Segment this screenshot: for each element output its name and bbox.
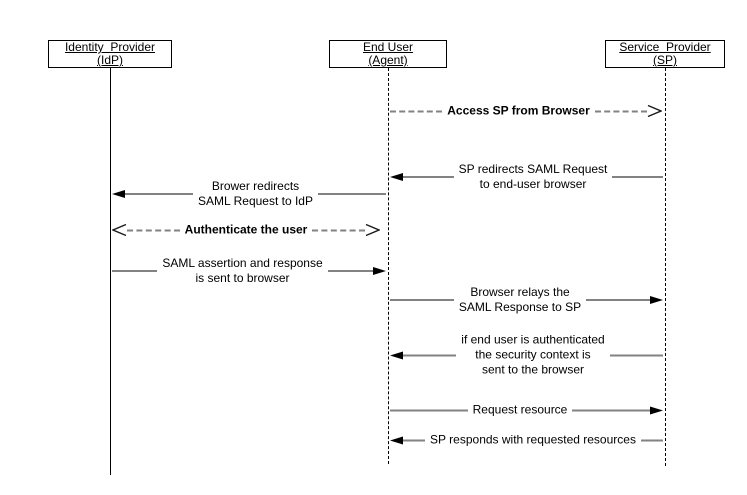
message-label-line: to end-user browser — [479, 177, 587, 191]
message-line-segment — [586, 299, 651, 301]
message-label-line: Request resource — [472, 402, 568, 417]
lifeline-end-user — [388, 68, 389, 464]
arrowhead-filled-left-icon — [390, 351, 403, 359]
message-label-line: SP responds with requested resources — [430, 432, 636, 447]
message-request-resource: Request resource — [390, 403, 663, 418]
arrowhead-filled-left-icon — [112, 190, 125, 198]
message-line-segment — [594, 110, 648, 112]
actor-abbrev-idp: (IdP) — [96, 53, 123, 67]
message-line-segment — [390, 110, 443, 112]
message-line-segment — [125, 193, 194, 195]
message-label: SP responds with requested resources — [425, 433, 641, 448]
actor-name-end-user: End User — [362, 40, 414, 54]
arrowhead-filled-right-icon — [650, 406, 663, 414]
message-line-segment — [403, 176, 454, 178]
arrowhead-filled-left-icon — [390, 436, 403, 444]
actor-box-identity-provider: Identity Provider (IdP) — [48, 40, 172, 68]
message-label-line: Access SP from Browser — [447, 103, 590, 118]
message-line-segment — [317, 193, 387, 195]
message-line-segment — [312, 229, 366, 231]
message-line-segment — [572, 409, 650, 411]
arrowhead-filled-right-icon — [650, 296, 664, 304]
message-line-segment — [327, 270, 373, 272]
message-label-line: if end user is authenticated — [461, 332, 605, 347]
message-label-line: Authenticate the user — [184, 222, 308, 237]
message-line-segment — [612, 176, 664, 178]
actor-name-service-provider: Service Provider — [619, 40, 711, 54]
message-line-segment — [127, 229, 180, 231]
message-line-segment — [390, 299, 454, 301]
message-access-sp-from-browser: Access SP from Browser — [390, 104, 663, 119]
arrowhead-open-right-icon — [365, 223, 381, 237]
message-label-line: SP redirects SAML Request — [458, 162, 608, 176]
message-label: Authenticate the user — [180, 223, 313, 238]
arrowhead-filled-left-icon — [390, 173, 403, 181]
message-label: Access SP from Browser — [442, 104, 595, 119]
message-label-line: is sent to browser — [195, 271, 290, 285]
actor-name-identity-provider: Identity Provider — [64, 40, 156, 54]
message-sp-responds-with-requested-resources: SP responds with requested resources — [390, 433, 663, 448]
message-line-segment — [640, 439, 663, 441]
arrowhead-open-left-icon — [112, 223, 127, 237]
message-label-line: the security context is — [475, 347, 591, 362]
message-label-line: Brower redirects — [211, 179, 300, 193]
arrowhead-open-right-icon — [647, 104, 663, 118]
message-authenticate-the-user: Authenticate the user — [112, 223, 381, 238]
message-label-line: SAML assertion and response — [162, 256, 323, 270]
message-label-line: SAML Response to SP — [458, 300, 582, 314]
lifeline-identity-provider — [110, 68, 111, 475]
actor-box-service-provider: Service Provider (SP) — [605, 40, 725, 68]
message-line-segment — [403, 439, 426, 441]
message-line-segment — [390, 409, 468, 411]
message-line-segment — [403, 354, 457, 356]
message-label: Request resource — [468, 403, 573, 418]
message-line-segment — [609, 354, 663, 356]
actor-box-end-user: End User (Agent) — [329, 40, 447, 68]
message-label-line: Browser relays the — [470, 285, 570, 299]
actor-abbrev-sp: (SP) — [653, 53, 677, 67]
message-label-line: sent to the browser — [481, 362, 585, 377]
message-line-segment — [112, 270, 158, 272]
message-label-line: SAML Request to IdP — [198, 194, 313, 208]
arrowhead-filled-right-icon — [373, 267, 386, 275]
lifeline-service-provider — [665, 68, 666, 466]
actor-abbrev-agent: (Agent) — [368, 53, 408, 67]
